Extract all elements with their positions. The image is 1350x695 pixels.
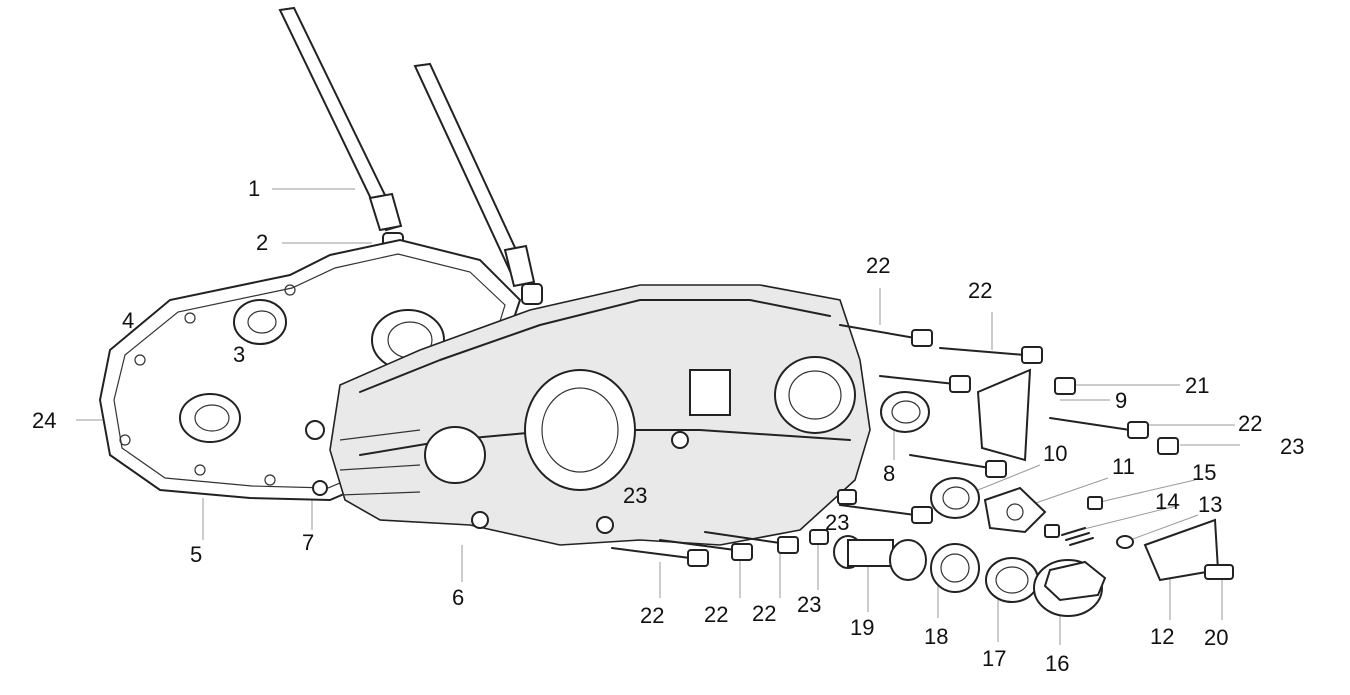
bearings-drawing — [179, 299, 445, 496]
part-label-5: 5 — [190, 542, 203, 567]
part-label-3: 3 — [233, 342, 246, 367]
part-label-2: 2 — [256, 230, 269, 255]
leader-lines — [76, 188, 1240, 645]
part-label-1: 1 — [248, 176, 261, 201]
part-label-23: 23 — [623, 483, 648, 508]
part-label-23: 23 — [797, 592, 822, 617]
part-label-9: 9 — [1115, 388, 1128, 413]
part-label-22: 22 — [752, 601, 777, 626]
part-label-18: 18 — [924, 624, 949, 649]
part-label-21: 21 — [1185, 373, 1210, 398]
part-label-22: 22 — [704, 602, 729, 627]
part-label-11: 11 — [1112, 454, 1135, 479]
bearing-housing-drawing — [930, 477, 1103, 538]
part-label-17: 17 — [982, 646, 1007, 671]
part-label-15: 15 — [1192, 460, 1217, 485]
part-label-22: 22 — [640, 603, 665, 628]
part-label-4: 4 — [122, 308, 135, 333]
part-label-24: 24 — [32, 408, 57, 433]
part-label-10: 10 — [1043, 441, 1068, 466]
part-label-6: 6 — [452, 585, 465, 610]
part-label-23: 23 — [825, 510, 850, 535]
oil-seal-drawing — [880, 368, 1032, 462]
detent-assembly-drawing — [1061, 518, 1234, 582]
bolts-drawing — [611, 324, 1179, 567]
part-label-16: 16 — [1045, 651, 1070, 676]
part-label-22: 22 — [1238, 411, 1263, 436]
part-label-8: 8 — [883, 461, 896, 486]
part-label-23: 23 — [1280, 434, 1305, 459]
part-label-13: 13 — [1198, 492, 1223, 517]
crankcase-body-drawing — [329, 284, 871, 546]
part-label-22: 22 — [866, 253, 891, 278]
pushrod-drawing — [278, 6, 536, 288]
oil-strainer-drawing — [833, 535, 1107, 617]
part-label-22: 22 — [968, 278, 993, 303]
part-label-7: 7 — [302, 530, 315, 555]
part-label-12: 12 — [1150, 624, 1175, 649]
part-label-14: 14 — [1155, 489, 1180, 514]
part-label-19: 19 — [850, 615, 875, 640]
part-label-20: 20 — [1204, 625, 1229, 650]
